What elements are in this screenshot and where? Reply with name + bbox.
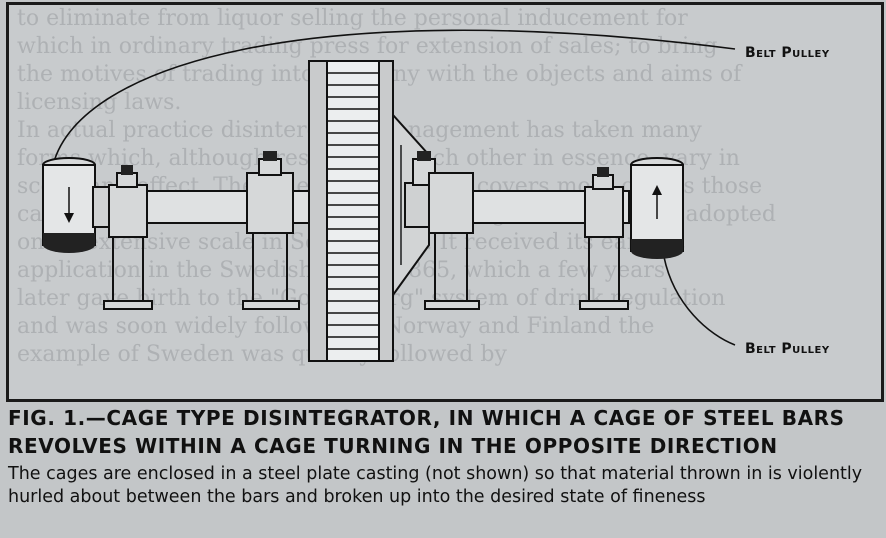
leader-line-bottom — [663, 256, 736, 346]
left-belt-pulley — [42, 157, 96, 253]
callout-top-label: Belt Pulley — [745, 45, 830, 61]
caption-title-line1: FIG. 1.—CAGE TYPE DISINTEGRATOR, IN WHIC… — [8, 406, 845, 430]
left-bearing-outer — [103, 165, 153, 310]
left-bearing-inner — [242, 151, 300, 310]
right-bearing-inner — [424, 172, 480, 310]
caption-title: FIG. 1.—CAGE TYPE DISINTEGRATOR, IN WHIC… — [8, 404, 878, 460]
callout-bottom-label: Belt Pulley — [745, 341, 830, 357]
leader-line-top — [52, 29, 736, 166]
outer-cage — [308, 60, 394, 362]
cage-hub — [392, 112, 436, 299]
caption-body: The cages are enclosed in a steel plate … — [8, 464, 863, 507]
right-bearing-outer — [579, 167, 629, 310]
callout-belt-pulley-bottom: Belt Pulley — [745, 341, 830, 357]
callout-belt-pulley-top: Belt Pulley — [745, 45, 830, 61]
disintegrator-drawing — [42, 29, 736, 362]
figure-frame: to eliminate from liquor selling the per… — [6, 2, 884, 402]
right-belt-pulley — [630, 157, 684, 259]
caption-title-line2: REVOLVES WITHIN A CAGE TURNING IN THE OP… — [8, 434, 778, 458]
